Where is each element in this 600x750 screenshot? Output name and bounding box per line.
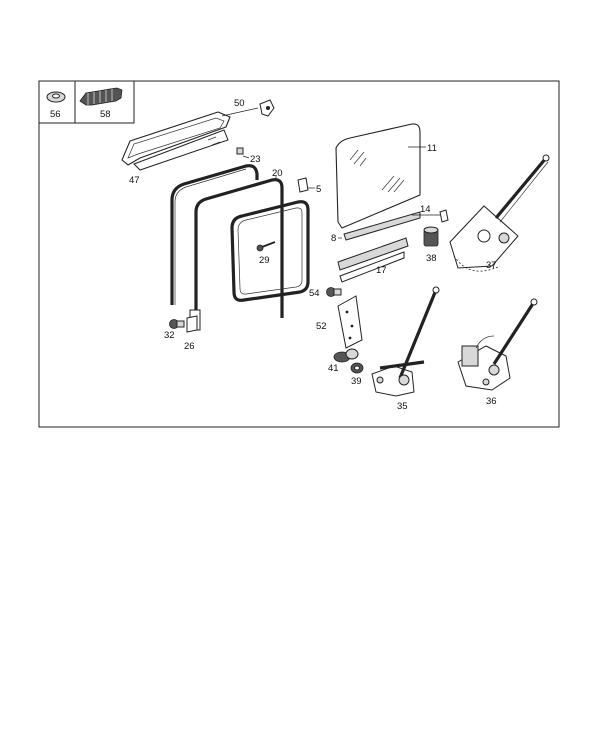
vent-window-47 [121, 111, 231, 171]
part-label-20: 20 [272, 168, 283, 179]
clip-14 [439, 209, 449, 223]
bolt-54 [326, 287, 342, 297]
part-label-17: 17 [376, 265, 387, 276]
grommet-39 [350, 362, 364, 374]
clip-50 [259, 99, 275, 117]
clip-23 [236, 147, 244, 155]
part-label-14: 14 [420, 204, 431, 215]
glass-channel-8 [343, 211, 421, 241]
part-label-35: 35 [397, 401, 408, 412]
window-regulator-35 [371, 286, 440, 397]
bellows-icon [79, 87, 123, 106]
part-label-50: 50 [234, 98, 245, 109]
part-label-39: 39 [351, 376, 362, 387]
washer-icon [46, 91, 66, 103]
lift-channel-17 [337, 237, 409, 283]
part-label-54: 54 [309, 288, 320, 299]
part-label-41: 41 [328, 363, 339, 374]
part-label-38: 38 [426, 253, 437, 264]
part-label-29: 29 [259, 255, 270, 266]
part-label-36: 36 [486, 396, 497, 407]
part-label-58: 58 [100, 109, 111, 120]
roller-41 [333, 348, 359, 363]
part-label-52: 52 [316, 321, 327, 332]
window-regulator-36 [457, 298, 538, 391]
inset-box: 56 58 [38, 80, 135, 124]
part-label-11: 11 [427, 143, 437, 154]
seal-channel-left [170, 164, 259, 305]
window-regulator-37 [449, 154, 550, 272]
part-label-8: 8 [331, 233, 336, 244]
screw-29 [256, 241, 276, 252]
glass-pane-11 [335, 123, 421, 229]
bolt-32 [169, 319, 185, 329]
part-label-47: 47 [129, 175, 140, 186]
motor-38 [423, 226, 439, 247]
part-label-32: 32 [164, 330, 175, 341]
bracket-26 [186, 315, 198, 333]
part-label-26: 26 [184, 341, 195, 352]
run-channel-20 [194, 178, 284, 330]
part-label-5: 5 [316, 184, 321, 195]
clip-5 [297, 177, 309, 193]
diagram-frame [38, 80, 560, 428]
part-label-23: 23 [250, 154, 261, 165]
plate-52 [337, 295, 363, 349]
window-sash [230, 200, 310, 302]
part-label-37: 37 [486, 260, 497, 271]
part-label-56: 56 [50, 109, 61, 120]
